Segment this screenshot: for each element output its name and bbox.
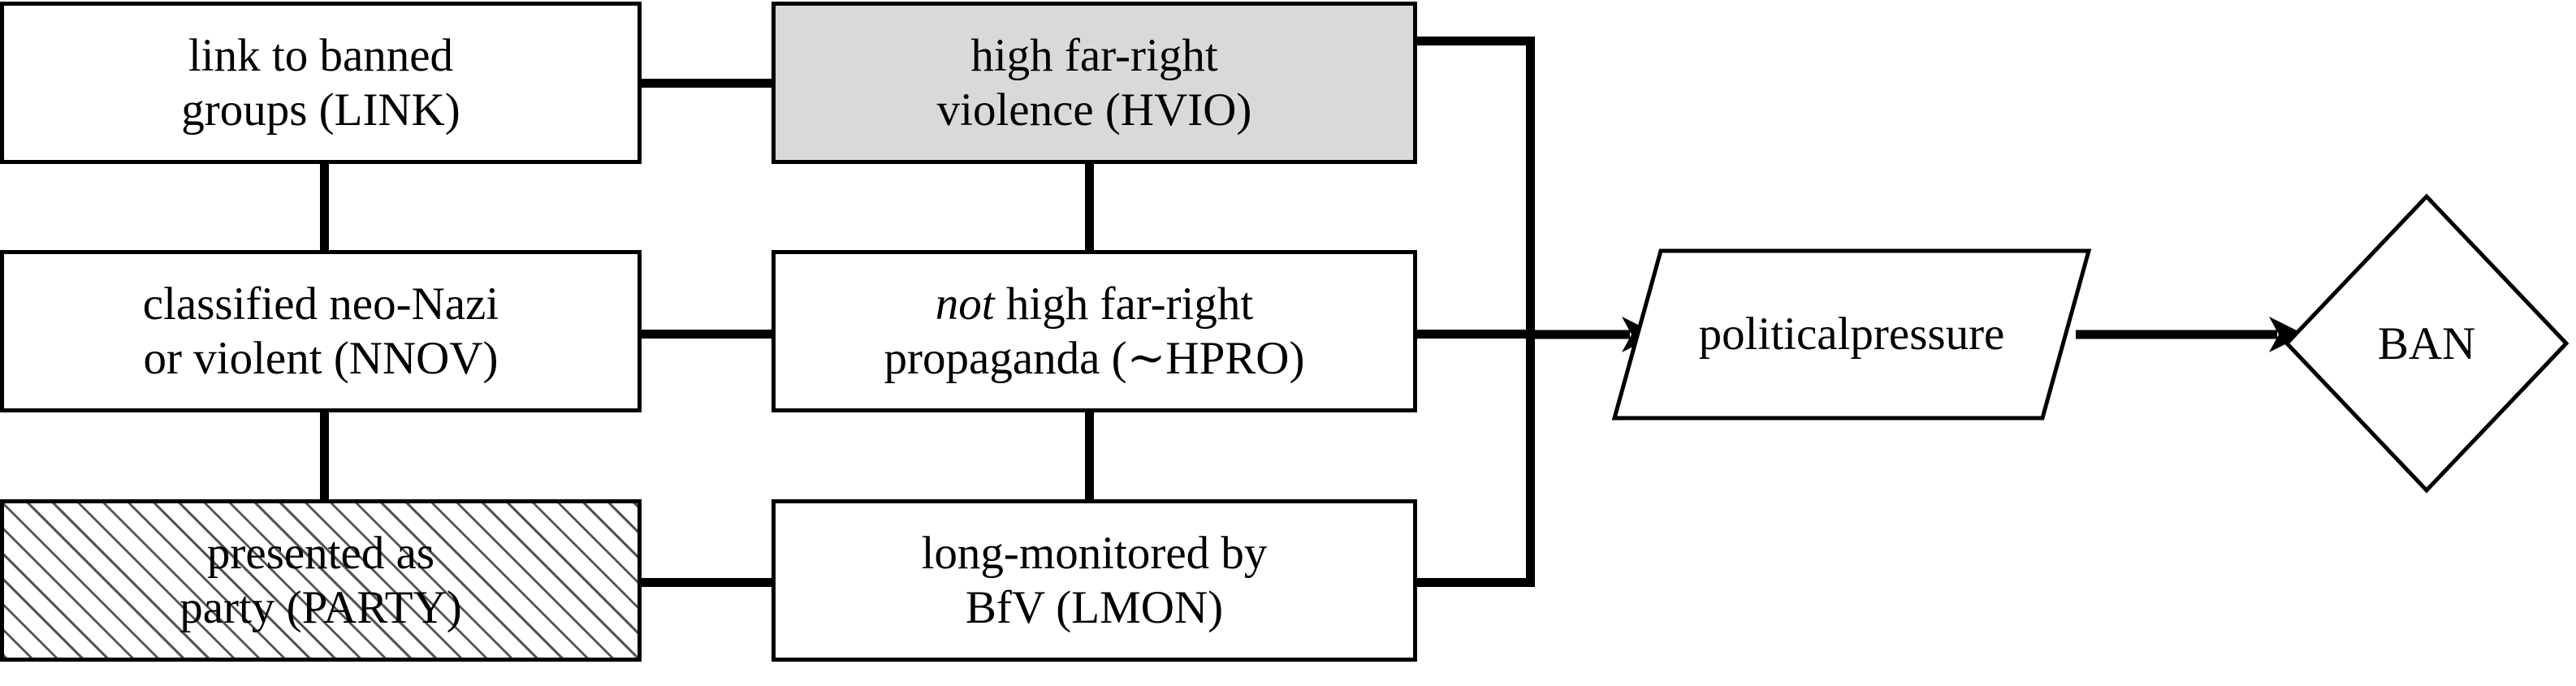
node-pressure-line2: pressure xyxy=(1850,308,2005,360)
node-link-label: link to banned groups (LINK) xyxy=(173,28,469,138)
node-hvio[interactable]: high far-right violence (HVIO) xyxy=(772,2,1417,164)
node-party-label: presented as party (PARTY) xyxy=(171,526,470,636)
edge-link-hvio xyxy=(638,79,778,88)
edge-hvio-bus xyxy=(1416,37,1535,45)
node-nnov-label: classified neo-Nazi or violent (NNOV) xyxy=(135,277,507,386)
node-nnov-line2: or violent (NNOV) xyxy=(143,333,499,384)
node-lmon[interactable]: long-monitored by BfV (LMON) xyxy=(772,499,1417,662)
node-hpro-label: not high far-right propaganda (∼HPRO) xyxy=(876,277,1313,386)
node-ban-label: BAN xyxy=(2377,317,2476,369)
edge-lmon-bus xyxy=(1416,578,1535,587)
node-nnov[interactable]: classified neo-Nazi or violent (NNOV) xyxy=(0,250,642,412)
node-hvio-label: high far-right violence (HVIO) xyxy=(929,28,1260,138)
edge-vertical-bus xyxy=(1526,37,1535,587)
node-link-line2: groups (LINK) xyxy=(181,84,460,136)
node-hpro-line1-italic: not xyxy=(935,278,995,330)
parallelogram-shape xyxy=(1611,248,2092,421)
node-pressure-line1: political xyxy=(1698,308,1851,360)
node-political-pressure[interactable]: political pressure xyxy=(1611,248,2092,421)
node-party-line1: presented as xyxy=(206,527,435,579)
node-party[interactable]: presented as party (PARTY) xyxy=(0,499,642,662)
arrow-pressure-to-ban xyxy=(2076,317,2305,352)
node-lmon-line2: BfV (LMON) xyxy=(965,582,1224,633)
edge-hvio-hpro xyxy=(1085,81,1094,292)
node-nnov-line1: classified neo-Nazi xyxy=(142,278,499,330)
node-hpro-line1-rest: high far-right xyxy=(994,278,1254,330)
node-hpro[interactable]: not high far-right propaganda (∼HPRO) xyxy=(772,250,1417,412)
node-link-line1: link to banned xyxy=(188,29,454,81)
node-ban[interactable]: BAN xyxy=(2284,193,2570,494)
node-hvio-line1: high far-right xyxy=(970,29,1218,81)
node-lmon-label: long-monitored by BfV (LMON) xyxy=(914,526,1276,636)
edge-party-lmon xyxy=(638,578,778,587)
edge-nnov-party xyxy=(320,373,329,585)
node-hvio-line2: violence (HVIO) xyxy=(936,84,1252,136)
node-lmon-line1: long-monitored by xyxy=(921,527,1268,579)
node-link[interactable]: link to banned groups (LINK) xyxy=(0,2,642,164)
edge-nnov-hpro xyxy=(638,330,778,339)
node-party-line2: party (PARTY) xyxy=(179,582,462,633)
node-political-pressure-label: political pressure xyxy=(1612,248,2091,421)
diamond-shape xyxy=(2284,193,2570,494)
node-hpro-line2: propaganda (∼HPRO) xyxy=(884,333,1305,384)
edge-link-nnov xyxy=(320,81,329,292)
edge-hpro-bus xyxy=(1416,330,1535,339)
edge-hpro-lmon xyxy=(1085,373,1094,585)
